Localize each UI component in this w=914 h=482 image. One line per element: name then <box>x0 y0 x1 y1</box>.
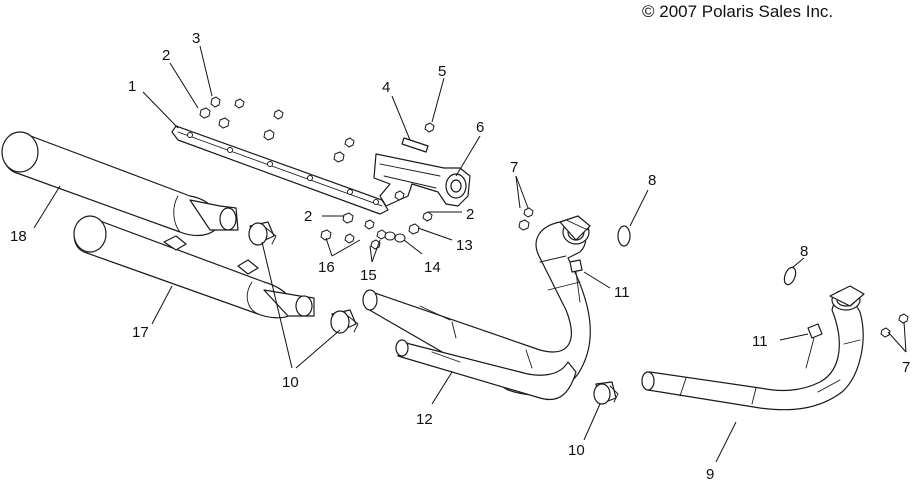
callout-8-lower: 8 <box>800 243 808 260</box>
bracket-bolts <box>394 122 435 201</box>
callout-18: 18 <box>10 228 27 245</box>
gasket-lower <box>783 266 797 286</box>
oxygen-sensor-lower <box>805 323 823 369</box>
callout-11-lower: 11 <box>752 333 768 350</box>
callout-17: 17 <box>132 324 149 341</box>
clamp-middle <box>330 309 359 334</box>
leader-lines <box>33 45 907 463</box>
callout-16: 16 <box>318 259 335 276</box>
callout-1: 1 <box>128 78 136 95</box>
gasket-upper <box>617 225 631 247</box>
callout-7-lower: 7 <box>902 359 910 376</box>
callout-5: 5 <box>438 63 446 80</box>
callout-13: 13 <box>456 237 473 254</box>
lower-head-pipe <box>641 285 865 411</box>
callout-10-left: 10 <box>282 374 299 391</box>
bracket-nuts <box>199 96 355 163</box>
hardware-cluster <box>320 211 433 250</box>
callout-9: 9 <box>706 466 714 482</box>
clamp-lower <box>593 381 619 405</box>
nuts-7 <box>518 207 909 338</box>
callout-10-right: 10 <box>568 442 585 459</box>
callout-4: 4 <box>382 79 390 96</box>
callout-labels: 1 2 3 4 5 6 2 2 7 8 8 11 11 7 13 14 15 1… <box>10 30 910 482</box>
upper-muffler <box>1 131 239 237</box>
clamp-upper <box>248 221 277 246</box>
callout-6: 6 <box>476 119 484 136</box>
callout-2-left: 2 <box>304 208 312 225</box>
copyright-notice: © 2007 Polaris Sales Inc. <box>642 2 833 21</box>
callout-2-right: 2 <box>466 206 474 223</box>
rear-bracket <box>373 153 471 207</box>
callout-2-top: 2 <box>162 47 170 64</box>
callout-12: 12 <box>416 411 433 428</box>
head-pipe-assembly <box>362 215 591 401</box>
callout-3: 3 <box>192 30 200 47</box>
callout-7-upper: 7 <box>510 159 518 176</box>
callout-8-upper: 8 <box>648 172 656 189</box>
oxygen-sensor-upper <box>569 259 583 303</box>
lower-muffler <box>73 215 315 319</box>
callout-15: 15 <box>360 267 377 284</box>
callout-14: 14 <box>424 259 441 276</box>
callout-11-upper: 11 <box>614 284 630 301</box>
